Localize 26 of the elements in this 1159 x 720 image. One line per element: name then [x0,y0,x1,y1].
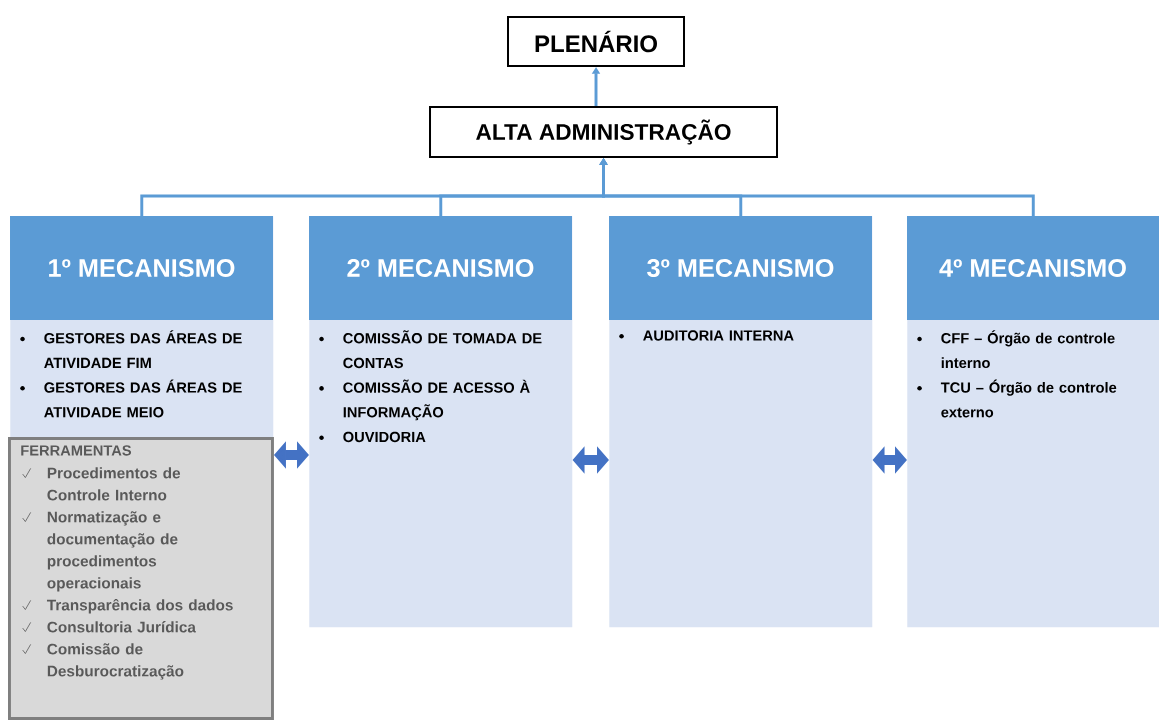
checklist-item: Normatização e documentação de procedimentos operacionais [22,511,178,592]
title-box: PLENÁRIO [507,16,685,67]
tools-box [8,437,274,720]
mechanism-column [609,216,873,628]
list-item: GESTORES DAS ÁREAS DE ATIVIDADE MEIO [20,379,242,418]
tools-heading: FERRAMENTAS [21,445,132,456]
column-heading: 1º MECANISMO [49,259,235,277]
mechanism-column [10,216,274,438]
list-item: CFF – Órgão de controle interno [917,330,1115,369]
checklist-item: Comissão de Desburocratização [22,643,184,680]
mechanism-column [309,216,573,628]
column-heading: 2º MECANISMO [347,259,534,277]
list-item: AUDITORIA INTERNA [619,330,794,341]
list-item: COMISSÃO DE TOMADA DE CONTAS [319,330,542,369]
checklist-item: Procedimentos de Controle Interno [22,467,181,501]
list-item: COMISSÃO DE ACESSO À INFORMAÇÃO [319,379,530,421]
list-item: TCU – Órgão de controle externo [917,379,1117,418]
column-heading: 4º MECANISMO [939,259,1126,277]
list-item: GESTORES DAS ÁREAS DE ATIVIDADE FIM [20,330,242,368]
checklist-item: Transparência dos dados [22,598,233,614]
checklist-item: Consultoria Jurídica [22,621,196,633]
mechanism-column [907,216,1159,628]
connector-arrow [599,158,1035,216]
column-heading: 3º MECANISMO [647,259,834,277]
title-box: ALTA ADMINISTRAÇÃO [429,106,778,158]
list-item: OUVIDORIA [319,431,426,443]
